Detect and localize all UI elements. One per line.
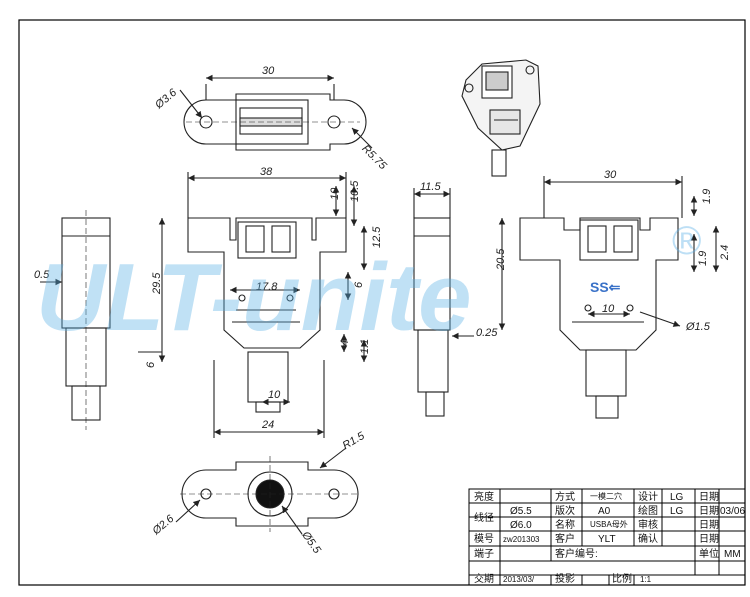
side-view: [413, 188, 474, 417]
tb-name-label: 名称: [555, 518, 575, 531]
drawing-border: [18, 19, 746, 586]
back-30-label: 30: [604, 169, 617, 181]
tb-customer-value: YLT: [598, 534, 616, 545]
bottom-d2-6-label: Ø2.6: [150, 512, 177, 538]
front-29-5-label: 29.5: [151, 272, 163, 295]
front-17-8-label: 17.8: [256, 281, 278, 293]
tb-delivery-value: 2013/03/: [503, 575, 535, 584]
back-1-5-label: Ø1.5: [685, 321, 711, 333]
tb-method-label: 方式: [555, 490, 575, 503]
watermark-registered-mark: ®: [672, 219, 701, 263]
tb-brightness-label: 亮度: [474, 490, 494, 503]
tb-unit-value: MM: [724, 549, 741, 560]
top-radius-label: R5.75: [359, 143, 389, 173]
back-10-label: 10: [602, 303, 615, 315]
tb-mold-label: 模号: [474, 533, 494, 545]
back-20-5-label: 20.5: [495, 248, 507, 271]
title-block-text: 亮度 方式 一模二穴 设计 LG 日期 线径 Ø5.5 Ø6.0 版次 A0 绘…: [474, 490, 745, 585]
tb-date1-label: 日期: [699, 491, 719, 503]
watermark-text: ULT-unite: [36, 244, 471, 351]
tb-review-label: 审核: [638, 518, 658, 531]
tb-projection-label: 投影: [555, 572, 575, 585]
left-0-5-label: 0.5: [34, 269, 50, 281]
tb-terminal-label: 端子: [474, 547, 494, 560]
back-1-9b-label: 1.9: [697, 251, 709, 266]
tb-date3-label: 日期: [699, 519, 719, 531]
front-10-5-label: 10.5: [349, 180, 361, 202]
tb-draw-value: LG: [670, 506, 684, 517]
tb-scale-label: 比例: [612, 572, 632, 585]
tb-design-label: 设计: [638, 490, 658, 503]
tb-unit-label: 单位: [699, 547, 719, 560]
front-6-label: 6: [353, 281, 365, 288]
back-ss-logo: SS⇐: [590, 279, 621, 295]
back-1-9a-label: 1.9: [701, 189, 713, 204]
bottom-r1-5-label: R1.5: [341, 430, 368, 452]
tb-mold-value: zw201303: [503, 535, 540, 544]
tb-date4-label: 日期: [699, 533, 719, 545]
tb-version-value: A0: [598, 506, 611, 517]
tb-design-value: LG: [670, 492, 684, 503]
front-24-label: 24: [261, 419, 274, 431]
tb-customer-label: 客户: [555, 532, 575, 545]
front-38-label: 38: [260, 166, 273, 178]
front-4-label: 4: [339, 340, 351, 346]
front-view: [138, 172, 368, 438]
tb-delivery-label: 交期: [474, 572, 494, 585]
bottom-view: [175, 447, 360, 535]
tb-wire-value-b: Ø6.0: [510, 520, 532, 531]
iso-view: [461, 59, 541, 177]
front-6b-label: 6: [145, 361, 157, 368]
top-view: [179, 74, 373, 151]
front-10-label: 10: [329, 187, 341, 200]
tb-confirm-label: 确认: [638, 532, 658, 545]
tb-date2-value: 03/06: [720, 506, 745, 517]
back-view: [498, 176, 720, 419]
tb-wire-label: 线径: [474, 511, 494, 524]
left-side-view: [40, 210, 111, 430]
top-hole-dia-label: Ø3.6: [152, 86, 179, 112]
tb-name-value: USBA母外: [590, 519, 628, 529]
side-11-5-label: 11.5: [420, 181, 441, 193]
tb-date2-label: 日期: [699, 505, 719, 517]
tb-method-value: 一模二穴: [590, 491, 622, 501]
top-width-label: 30: [262, 65, 275, 77]
tb-customer-no-label: 客户编号:: [555, 547, 598, 560]
front-12-5-label: 12.5: [371, 226, 383, 248]
tb-scale-value: 1:1: [640, 575, 652, 584]
tb-wire-value-a: Ø5.5: [510, 506, 532, 517]
tb-version-label: 版次: [555, 504, 575, 517]
front-10b-label: 10: [268, 389, 281, 401]
tb-draw-label: 绘图: [638, 504, 658, 517]
front-1-1-label: 1.1: [359, 339, 371, 354]
side-0-25-label: 0.25: [476, 327, 498, 339]
title-block: [468, 488, 746, 586]
back-2-4-label: 2.4: [719, 245, 731, 261]
bottom-d5-5-label: Ø5.5: [299, 529, 324, 557]
